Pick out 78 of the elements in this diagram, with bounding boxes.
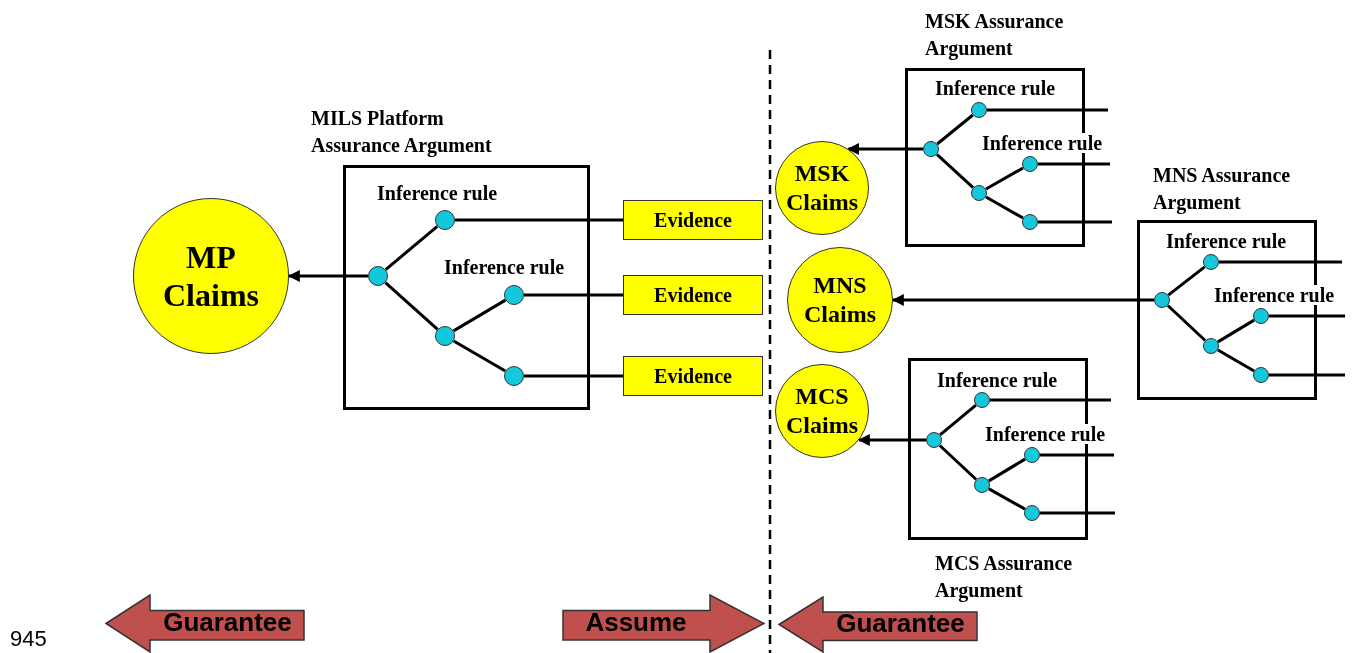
node-dot xyxy=(971,185,987,201)
node-dot xyxy=(504,285,524,305)
connector-line xyxy=(455,218,623,222)
claim-label: MCS Claims xyxy=(785,382,859,440)
node-dot xyxy=(926,432,942,448)
evidence-box xyxy=(623,275,763,315)
connector-line xyxy=(985,195,1024,220)
evidence-box xyxy=(623,356,763,396)
arrow-label: Guarantee xyxy=(835,607,966,638)
arrow-label: Guarantee xyxy=(162,606,293,637)
arrow xyxy=(847,143,923,155)
node-dot xyxy=(1203,254,1219,270)
connector-line xyxy=(1040,511,1115,515)
connector-line xyxy=(988,457,1026,483)
rule-label: Inference rule xyxy=(1165,231,1288,251)
node-dot xyxy=(1253,308,1269,324)
connector-line xyxy=(1219,260,1342,264)
connector-line xyxy=(1040,453,1114,457)
claim-label: MNS Claims xyxy=(803,271,877,329)
group-title: MCS Assurance Argument xyxy=(935,551,1074,604)
evidence-box xyxy=(623,200,763,240)
arrow xyxy=(857,434,926,446)
rule-label: Inference rule xyxy=(981,133,1104,153)
connector-line xyxy=(985,166,1024,191)
box-label: Evidence xyxy=(654,364,732,388)
claim-label: MP Claims xyxy=(162,238,260,314)
connector-line xyxy=(384,281,439,331)
connector-line xyxy=(990,398,1111,402)
arrow xyxy=(891,294,1154,306)
connector-line xyxy=(524,374,623,378)
rule-label: Inference rule xyxy=(934,78,1057,98)
claim-label: MSK Claims xyxy=(785,159,859,217)
connector-line xyxy=(935,153,975,189)
connector-line xyxy=(1269,314,1345,318)
node-dot xyxy=(1154,292,1170,308)
node-dot xyxy=(923,141,939,157)
box-label: Evidence xyxy=(654,283,732,307)
box-label: Evidence xyxy=(654,208,732,232)
connector-line xyxy=(1167,265,1206,297)
node-dot xyxy=(368,266,388,286)
connector-line xyxy=(1217,318,1255,344)
rule-label: Inference rule xyxy=(984,424,1107,444)
node-dot xyxy=(1022,156,1038,172)
node-dot xyxy=(435,326,455,346)
node-dot xyxy=(1253,367,1269,383)
connector-line xyxy=(452,298,507,333)
node-dot xyxy=(1024,505,1040,521)
group-title: MNS Assurance Argument xyxy=(1153,163,1292,216)
arrow xyxy=(287,270,368,282)
rule-label: Inference rule xyxy=(1213,285,1336,305)
connector-line xyxy=(524,293,623,297)
arrow-label: Assume xyxy=(584,606,688,637)
connector-line xyxy=(452,339,507,373)
node-dot xyxy=(504,366,524,386)
connector-line xyxy=(1269,373,1345,377)
group-title: MILS Platform Assurance Argument xyxy=(311,106,493,159)
rule-label: Inference rule xyxy=(936,370,1059,390)
connector-line xyxy=(1038,162,1110,166)
node-dot xyxy=(971,102,987,118)
group-title: MSK Assurance Argument xyxy=(925,9,1065,62)
rule-label: Inference rule xyxy=(376,183,499,203)
connector-line xyxy=(939,403,977,437)
connector-line xyxy=(1038,220,1112,224)
node-dot xyxy=(435,210,455,230)
rule-label: Inference rule xyxy=(443,257,566,277)
page-number: 945 xyxy=(10,626,47,652)
connector-line xyxy=(384,225,439,271)
node-dot xyxy=(1203,338,1219,354)
connector-line xyxy=(1217,348,1255,373)
node-dot xyxy=(1024,447,1040,463)
connector-line xyxy=(938,444,978,481)
connector-line xyxy=(936,113,974,146)
node-dot xyxy=(974,477,990,493)
connector-line xyxy=(1166,304,1207,342)
node-dot xyxy=(974,392,990,408)
connector-line xyxy=(988,487,1026,511)
connector-line xyxy=(987,108,1108,112)
node-dot xyxy=(1022,214,1038,230)
